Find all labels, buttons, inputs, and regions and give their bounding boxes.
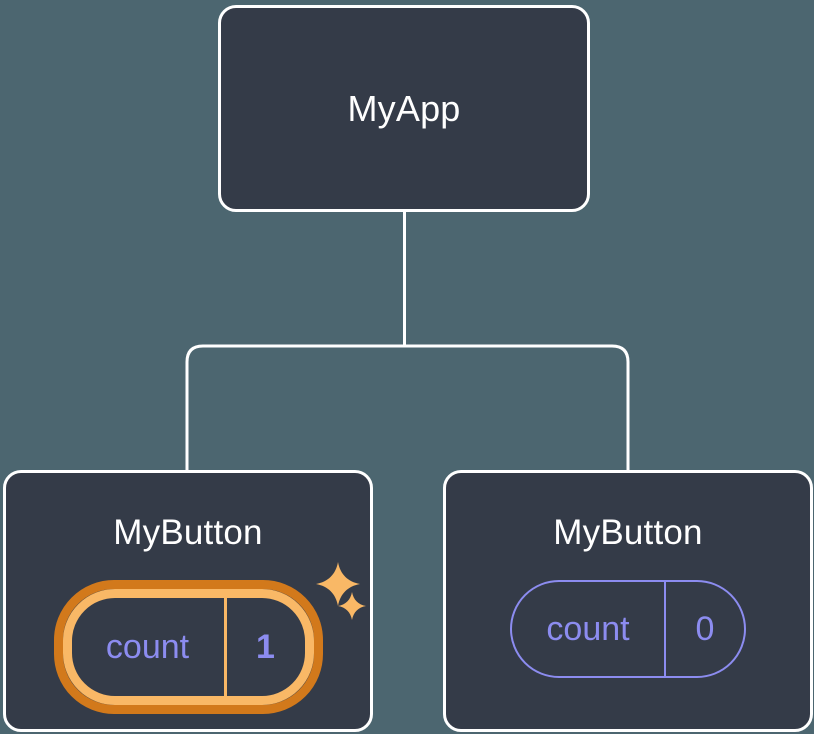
component-node-myapp[interactable]: MyApp [218,5,590,212]
component-node-mybutton-left[interactable]: MyButton count 1 [3,470,373,732]
connector-splitter-bar [185,344,630,470]
component-node-mybutton-right[interactable]: MyButton count 0 [443,470,813,732]
state-pill-divider [664,582,666,676]
state-key-label: count [105,628,190,666]
state-key-label: count [546,610,630,648]
state-pill-body: count 1 [62,589,314,705]
state-pill-divider [223,598,227,696]
state-value-cell: 1 [227,598,305,696]
state-value-cell: 0 [666,582,744,676]
component-node-title: MyButton [553,513,703,552]
state-value-label: 0 [695,610,715,648]
state-key-cell: count [512,582,664,676]
component-node-title: MyApp [347,87,461,129]
component-node-title: MyButton [113,513,263,552]
state-pill-wrapper: count 1 [53,580,323,714]
state-pill-highlighted[interactable]: count 1 [53,580,323,714]
state-pill-plain[interactable]: count 0 [510,580,746,678]
state-pill-wrapper: count 0 [510,580,746,678]
state-key-cell: count [72,598,224,696]
state-value-label: 1 [256,628,275,666]
